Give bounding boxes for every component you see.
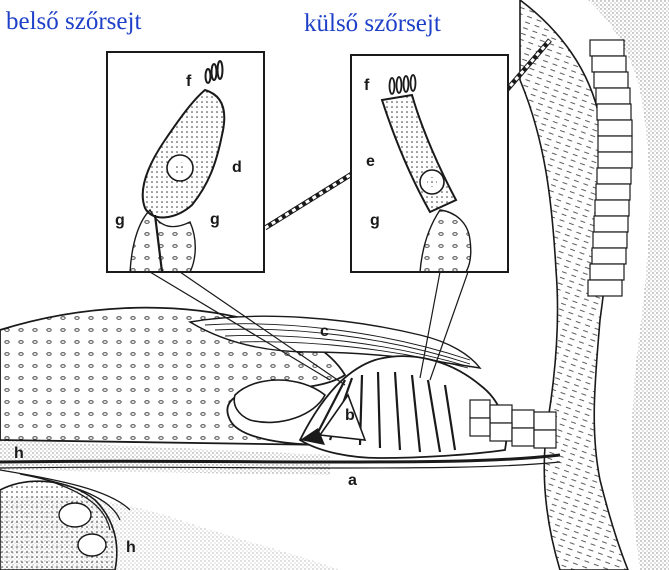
ganglion-cell-1: [59, 503, 91, 527]
label-f-right: f: [364, 77, 370, 94]
label-a: a: [348, 472, 357, 489]
stippled-lamina-left: [0, 440, 330, 475]
label-c: c: [320, 323, 329, 340]
label-b: b: [345, 407, 355, 424]
label-h-top: h: [14, 445, 24, 462]
title-outer-hair-cell: külső szőrsejt: [304, 11, 441, 36]
label-e: e: [366, 153, 375, 170]
title-inner-hair-cell: belső szőrsejt: [6, 9, 141, 34]
label-d: d: [232, 159, 242, 176]
inner-sulcus: [234, 380, 325, 422]
label-g-right: g: [370, 212, 380, 229]
label-f-left: f: [186, 73, 192, 90]
spiral-ganglion: [0, 481, 117, 570]
label-g-left-1: g: [115, 212, 125, 229]
label-g-left-2: g: [210, 211, 220, 228]
ganglion-cell-2: [78, 534, 106, 556]
label-h-bottom: h: [126, 539, 136, 556]
